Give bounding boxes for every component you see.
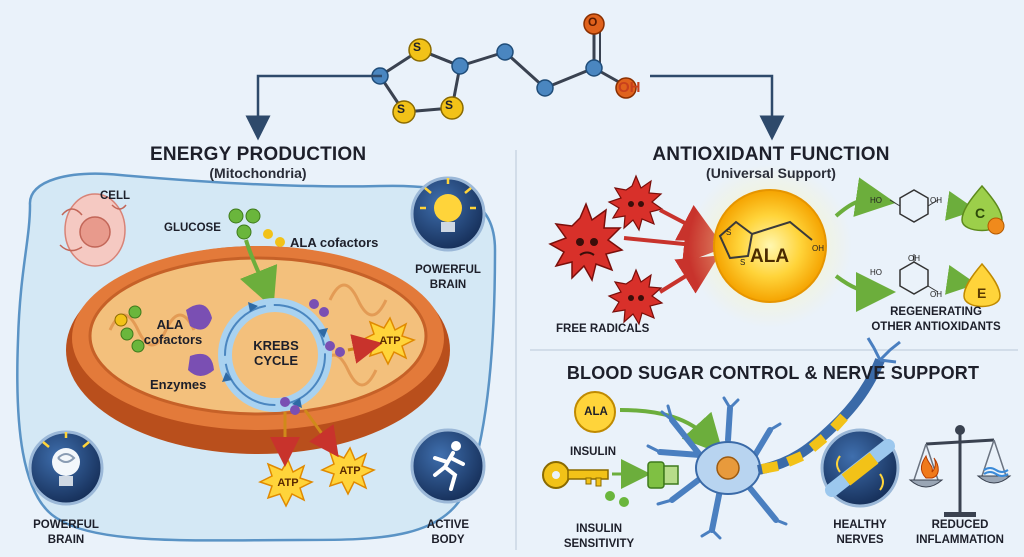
vitamin-e-label: E bbox=[977, 285, 987, 301]
ala-molecule bbox=[371, 13, 637, 124]
oh-label: OH bbox=[930, 290, 942, 299]
carbon-atom bbox=[585, 59, 603, 77]
vitamin-e-icon bbox=[963, 262, 1001, 308]
energy-title: ENERGY PRODUCTION bbox=[150, 144, 367, 165]
glucose-arrow bbox=[240, 239, 278, 309]
ala-structure bbox=[718, 220, 813, 260]
insulin-label: INSULIN bbox=[570, 446, 616, 458]
mitochondrion bbox=[66, 246, 450, 454]
antioxidant-title: ANTIOXIDANT FUNCTION bbox=[652, 144, 890, 165]
axon bbox=[757, 337, 901, 475]
blood-sugar-title: BLOOD SUGAR CONTROL & NERVE SUPPORT bbox=[566, 363, 980, 383]
krebs-cycle bbox=[218, 298, 345, 415]
powerful-brain-label-2: BRAIN bbox=[429, 279, 467, 291]
ala-cofactors-label: ALA cofactors bbox=[290, 235, 379, 250]
water-icon bbox=[983, 467, 1009, 477]
active-body-label-2: BODY bbox=[431, 534, 465, 546]
carbon-atom bbox=[496, 43, 514, 61]
receptor-icon bbox=[647, 461, 679, 489]
ala-sphere bbox=[713, 189, 827, 303]
hydroxyl-label: OH bbox=[618, 79, 641, 96]
reduced-inflammation-label-2: INFLAMMATION bbox=[916, 534, 1004, 546]
ala-badge bbox=[574, 391, 616, 433]
insulin-sensitivity-label: INSULIN bbox=[576, 523, 622, 535]
antioxidant-subtitle: (Universal Support) bbox=[706, 165, 836, 181]
regen-arrow-small bbox=[945, 265, 977, 295]
sulfur-atom bbox=[440, 96, 464, 120]
arrow-to-energy bbox=[245, 74, 382, 141]
vitamin-c-icon bbox=[961, 184, 1005, 235]
ala-badge-label: ALA bbox=[584, 406, 608, 418]
arrow-to-antioxidant bbox=[650, 74, 785, 141]
neuron-icon bbox=[646, 396, 788, 540]
powerful-brain-label: POWERFUL bbox=[33, 519, 99, 531]
insulin-sensitivity-label-2: SENSITIVITY bbox=[563, 538, 635, 550]
energy-subtitle: (Mitochondria) bbox=[209, 165, 307, 181]
glucose-molecules bbox=[228, 208, 261, 240]
healthy-nerves-label: HEALTHY bbox=[833, 519, 887, 531]
healthy-nerves-label-2: NERVES bbox=[836, 534, 884, 546]
atp-label: ATP bbox=[339, 465, 361, 477]
free-radical-icon bbox=[607, 174, 664, 232]
ala-label: ALA bbox=[750, 246, 790, 267]
reduced-inflammation-label: REDUCED bbox=[931, 519, 989, 531]
krebs-label: KREBS bbox=[253, 338, 299, 353]
oxygen-atom bbox=[615, 77, 637, 99]
cycle-label: CYCLE bbox=[253, 353, 299, 368]
scale-icon bbox=[908, 425, 1012, 517]
free-radical-icon bbox=[548, 201, 624, 282]
ala-cofactors-inner-label: ALA bbox=[156, 317, 184, 332]
vitamin-c-label: C bbox=[975, 205, 986, 221]
sulfur-atom bbox=[392, 100, 416, 124]
carbon-atom bbox=[451, 57, 469, 75]
hydroxyl-label: OH bbox=[812, 244, 824, 253]
ala-cofactor-dots bbox=[114, 229, 285, 353]
atp-arrow bbox=[347, 334, 383, 364]
vitamin-c-molecule bbox=[889, 189, 939, 223]
sulfur-atom bbox=[408, 38, 432, 62]
atp-label: ATP bbox=[379, 335, 401, 347]
key-icon bbox=[542, 461, 609, 489]
powerful-brain-label-2: BRAIN bbox=[47, 534, 85, 546]
ala-cofactors-inner-label-2: cofactors bbox=[143, 332, 203, 347]
sulfur-label: S bbox=[726, 228, 732, 237]
sulfur-label: S bbox=[413, 40, 422, 54]
cell-label: CELL bbox=[100, 190, 131, 202]
atp-arrow bbox=[303, 409, 339, 458]
lightbulb-brain-icon bbox=[28, 430, 104, 506]
oxygen-label: O bbox=[588, 15, 598, 29]
fire-icon bbox=[920, 454, 939, 479]
regenerating-label: REGENERATING bbox=[890, 306, 982, 318]
other-antioxidants-label: OTHER ANTIOXIDANTS bbox=[871, 321, 1001, 333]
sulfur-label: S bbox=[397, 102, 406, 116]
cell-icon bbox=[59, 193, 127, 267]
active-body-label: ACTIVE bbox=[426, 519, 470, 531]
free-radical-icon bbox=[607, 268, 664, 326]
powerful-brain-label: POWERFUL bbox=[415, 264, 481, 276]
glucose-label: GLUCOSE bbox=[164, 222, 221, 234]
nerve-icon bbox=[820, 428, 900, 508]
sulfur-label: S bbox=[740, 258, 746, 267]
ho-label: HO bbox=[870, 268, 882, 277]
carbon-atom bbox=[536, 79, 554, 97]
oxygen-atom bbox=[583, 13, 605, 35]
regen-arrow-small bbox=[945, 191, 977, 221]
oh-label: OH bbox=[930, 196, 942, 205]
free-radicals-label: FREE RADICALS bbox=[556, 323, 650, 335]
vitamin-e-molecule bbox=[899, 254, 939, 295]
enzymes-label: Enzymes bbox=[150, 377, 207, 392]
lightbulb-brain-icon bbox=[410, 176, 486, 252]
sulfur-label: S bbox=[445, 98, 454, 112]
running-person-icon bbox=[410, 428, 486, 504]
regen-arrow bbox=[834, 177, 896, 218]
ho-label: HO bbox=[870, 196, 882, 205]
regen-arrow bbox=[834, 271, 896, 312]
oh-label: OH bbox=[908, 254, 920, 263]
atp-label: ATP bbox=[277, 477, 299, 489]
enzyme-icon bbox=[186, 304, 214, 376]
